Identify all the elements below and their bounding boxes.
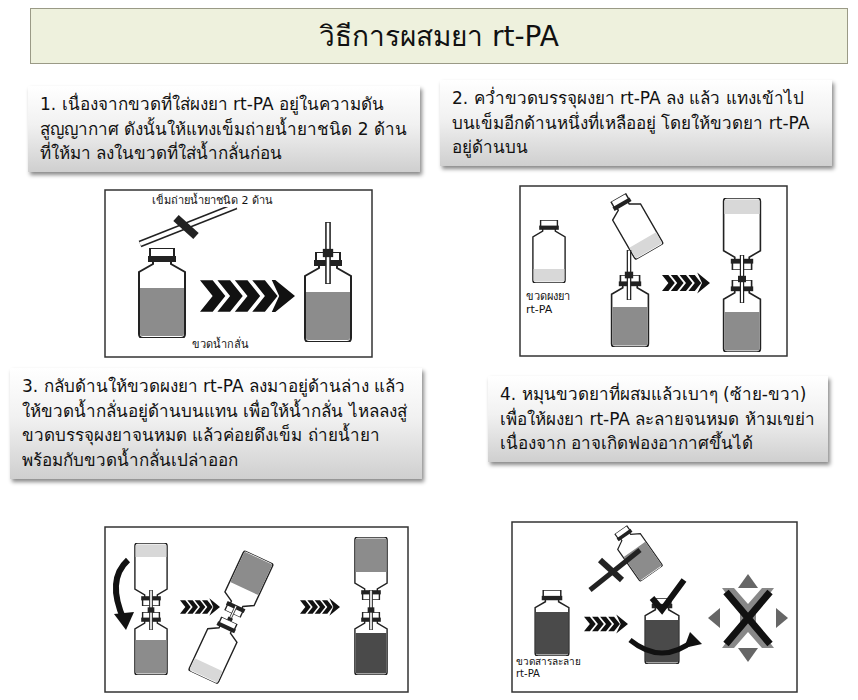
step-text: 1. เนื่องจากขวดที่ใส่ผงยา rt-PA อยู่ในคว… xyxy=(40,92,408,166)
step-box: 4. หมุนขวดยาที่ผสมแล้วเบาๆ (ซ้าย-ขวา) เพ… xyxy=(488,376,828,462)
part-label: ขวดน้ำกลั่น xyxy=(190,338,251,351)
title-band: วิธีการผสมยา rt-PA xyxy=(30,8,848,64)
part-label: ขวดผงยา rt-PA xyxy=(524,290,584,316)
step-text: 4. หมุนขวดยาที่ผสมแล้วเบาๆ (ซ้าย-ขวา) เพ… xyxy=(500,382,816,456)
step-text: 2. คว่ำขวดบรรจุผงยา rt-PA ลง แล้ว แทงเข้… xyxy=(452,86,820,160)
step-box: 2. คว่ำขวดบรรจุผงยา rt-PA ลง แล้ว แทงเข้… xyxy=(440,80,832,166)
step-box: 3. กลับด้านให้ขวดผงยา rt-PA ลงมาอยู่ด้าน… xyxy=(10,368,422,479)
step-text: 3. กลับด้านให้ขวดผงยา rt-PA ลงมาอยู่ด้าน… xyxy=(22,374,410,473)
part-label: ขวดสารละลาย rt-PA xyxy=(514,656,590,680)
frame-3 xyxy=(105,527,408,692)
frame-1 xyxy=(105,190,372,357)
frame-4 xyxy=(512,522,797,692)
title-text: วิธีการผสมยา rt-PA xyxy=(319,14,559,58)
part-label: เข็มถ่ายน้ำยาชนิด 2 ด้าน xyxy=(150,194,275,207)
frame-2 xyxy=(520,186,787,356)
step-box: 1. เนื่องจากขวดที่ใส่ผงยา rt-PA อยู่ในคว… xyxy=(28,86,420,172)
